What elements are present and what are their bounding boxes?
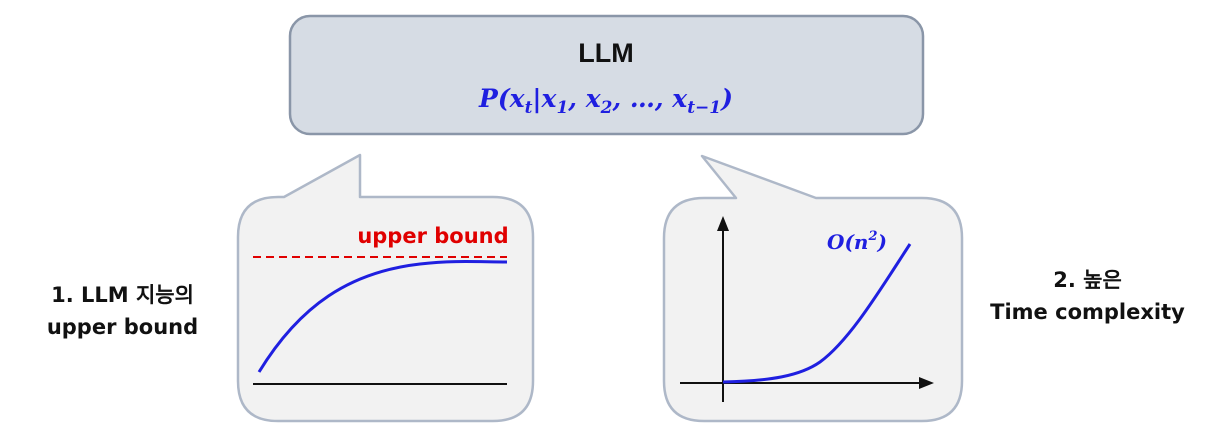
quadratic-curve	[722, 243, 912, 384]
llm-formula: P(xt|x1, x2, …, xt−1)	[478, 84, 733, 118]
saturating-curve	[257, 260, 508, 373]
left-caption: 1. LLM 지능의 upper bound	[10, 279, 235, 343]
arrow-right-icon	[919, 377, 934, 389]
right-speech-bubble	[662, 154, 964, 423]
llm-box	[288, 14, 925, 136]
right-caption: 2. 높은 Time complexity	[975, 264, 1200, 328]
left-caption-line2: upper bound	[46, 315, 199, 339]
right-caption-line2: Time complexity	[990, 300, 1185, 324]
llm-title: LLM	[578, 38, 633, 68]
complexity-label: O(n2)	[827, 229, 887, 254]
left-caption-line1: 1. LLM 지능의	[51, 283, 194, 307]
arrow-up-icon	[717, 216, 729, 231]
left-speech-bubble	[236, 153, 535, 423]
right-caption-line1: 2. 높은	[1053, 268, 1122, 292]
upper-bound-label: upper bound	[357, 224, 508, 248]
